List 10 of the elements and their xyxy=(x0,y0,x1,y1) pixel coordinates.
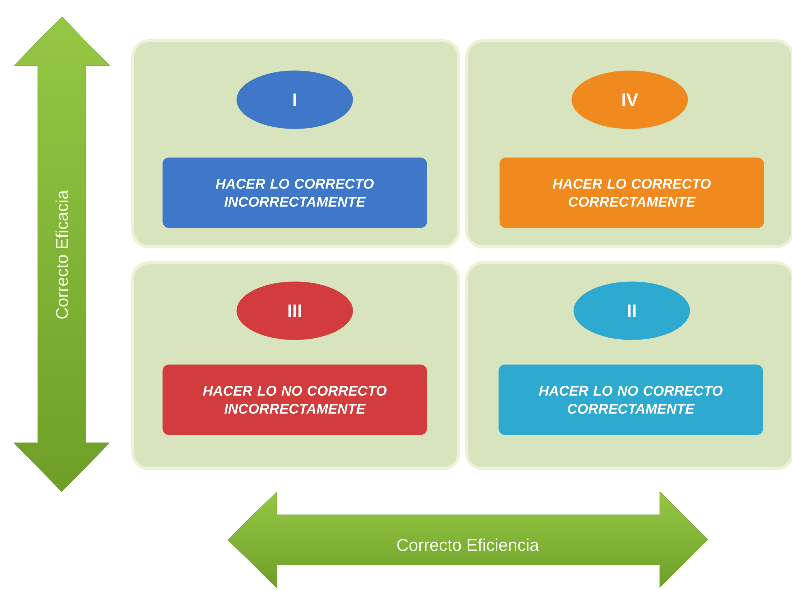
statement-box: HACER LO NO CORRECTO CORRECTAMENTE xyxy=(498,364,764,436)
axis-label: Correcto Eficacia xyxy=(56,190,68,319)
numeral-oval: III xyxy=(236,282,354,340)
statement-box: HACER LO CORRECTO INCORRECTAMENTE xyxy=(162,158,428,228)
numeral-oval: I xyxy=(236,70,354,130)
statement-box: HACER LO CORRECTO CORRECTAMENTE xyxy=(500,158,764,228)
statement-box: HACER LO NO CORRECTO INCORRECTAMENTE xyxy=(162,364,428,436)
numeral-oval: IV xyxy=(572,70,688,130)
axis-label: Correcto Eficiencia xyxy=(398,538,540,552)
numeral-oval: II xyxy=(574,282,690,340)
